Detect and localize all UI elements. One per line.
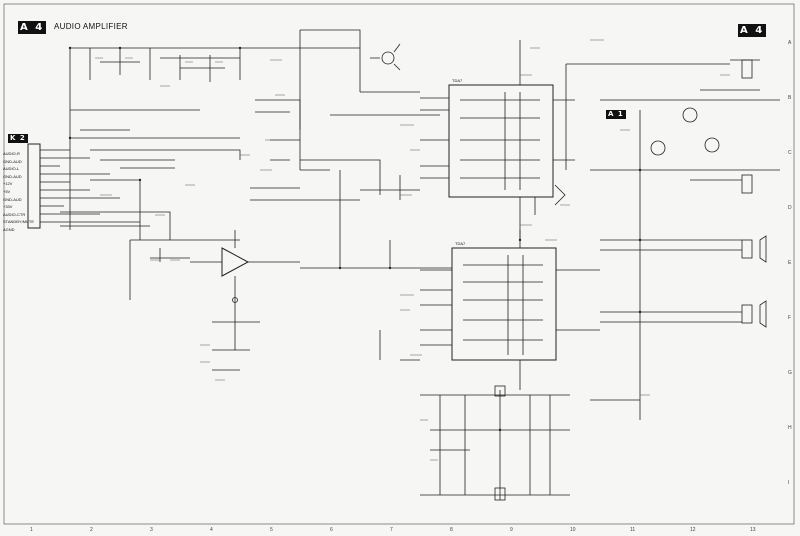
ruler-mark: 6	[330, 527, 333, 533]
ruler-mark: 8	[450, 527, 453, 533]
connector-pin-list: AUDIO-R GND-AUD AUDIO-L GND-AUD +12V +5V…	[3, 150, 39, 234]
ruler-mark: 3	[150, 527, 153, 533]
pin-label: +33V	[3, 204, 13, 210]
ruler-mark: B	[788, 95, 792, 101]
page-title: AUDIO AMPLIFIER	[54, 22, 128, 31]
ruler-mark: 9	[510, 527, 513, 533]
module-marker-a1: A 1	[606, 110, 626, 119]
ruler-mark: 2	[90, 527, 93, 533]
ruler-mark: F	[788, 315, 792, 321]
pin-label: AUDIO-R	[3, 151, 20, 156]
ruler-mark: 4	[210, 527, 213, 533]
sheet-id-right: A 4	[738, 24, 767, 37]
ruler-mark: G	[788, 370, 792, 376]
pin-label: AGND	[3, 226, 15, 232]
ruler-mark: 10	[570, 527, 576, 533]
ruler-mark: 5	[270, 527, 273, 533]
pin-label: GND-AUD	[3, 173, 22, 179]
upper-ic-label: TDA7	[452, 78, 463, 83]
lower-ic-label: TDA7	[455, 241, 466, 246]
ruler-mark: 7	[390, 527, 393, 533]
ruler-mark: 1	[30, 527, 33, 533]
pin-label: GND-AUD	[3, 158, 22, 164]
pin-label: AUDIO-CTR	[3, 211, 26, 217]
ruler-mark: D	[788, 205, 792, 211]
ruler-mark: H	[788, 425, 792, 431]
ruler-mark: A	[788, 40, 792, 46]
pin-label: GND-AUD	[3, 196, 22, 202]
pin-label: +12V	[3, 181, 13, 187]
ruler-mark: 13	[750, 527, 756, 533]
connector-label: K 2	[8, 134, 28, 143]
sheet-id-left: A 4	[18, 21, 47, 34]
ruler-mark: 12	[690, 527, 696, 533]
pin-label: STANDBY/MUTE	[3, 219, 35, 225]
pin-label: +5V	[3, 188, 11, 194]
pin-label: AUDIO-L	[3, 166, 20, 172]
ruler-mark: C	[788, 150, 792, 156]
ruler-mark: I	[788, 480, 790, 486]
ruler-mark: E	[788, 260, 792, 266]
ruler-mark: 11	[630, 527, 636, 533]
